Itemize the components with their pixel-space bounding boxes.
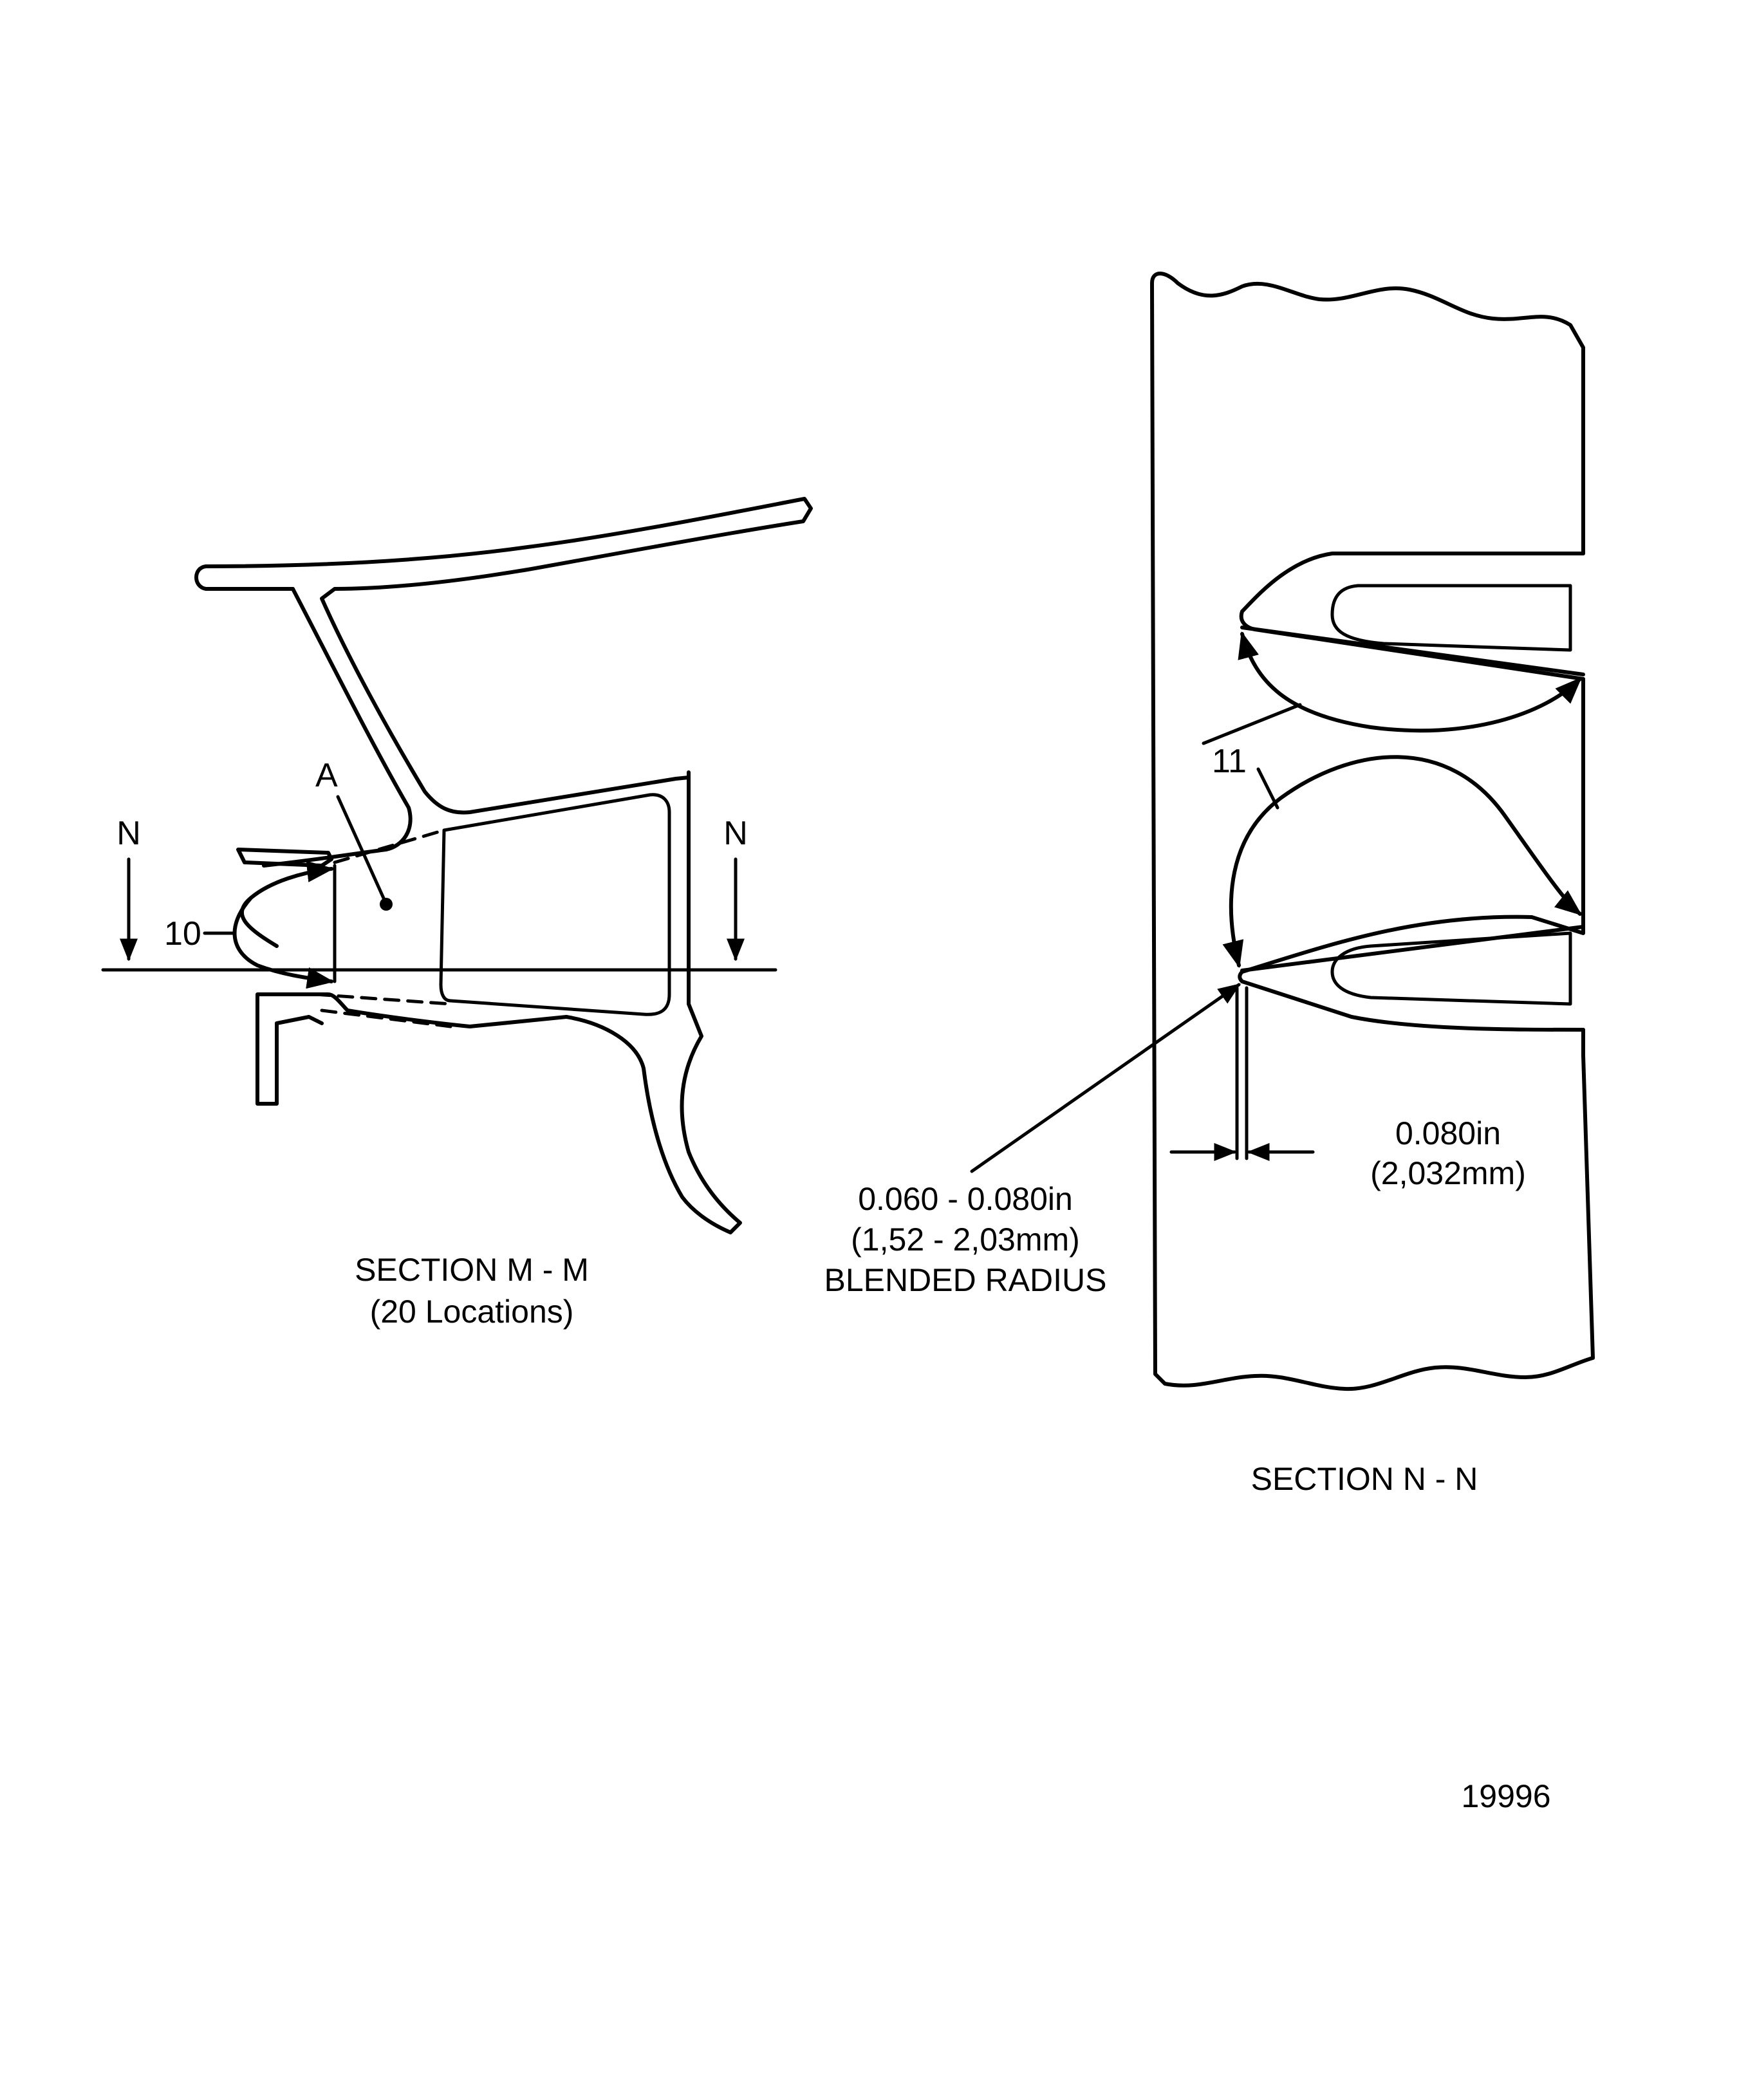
- figure-number: 19996: [1461, 1778, 1550, 1814]
- leader-11-upper: [1202, 703, 1302, 745]
- gap-dimension-in: 0.080in: [1395, 1115, 1501, 1151]
- leader-11-lower: [1256, 767, 1279, 810]
- radius-arrow-upper: [1238, 631, 1582, 733]
- hidden-line-lower-2: [320, 1008, 452, 1028]
- upper-wedge-inner: [1240, 626, 1585, 676]
- radius-arrow-lower: [1222, 755, 1583, 969]
- cavity-outline: [439, 793, 671, 1016]
- lower-lip-outline: [256, 992, 568, 1106]
- point-a-label: A: [315, 757, 338, 794]
- leader-a: [336, 795, 387, 903]
- hidden-line-upper: [333, 828, 446, 864]
- blend-arrow-upper: [239, 860, 335, 948]
- callout-10: 10: [164, 915, 201, 952]
- strut-outline: [262, 587, 413, 868]
- gap-dimension-mm: (2,032mm): [1370, 1155, 1526, 1191]
- radius-dimension-in: 0.060 - 0.080in: [858, 1181, 1073, 1217]
- upper-flange-outline: [204, 497, 813, 815]
- blend-arrow-lower: [232, 896, 335, 989]
- outer-frame: [564, 770, 742, 1234]
- radius-dimension-note: BLENDED RADIUS: [824, 1262, 1107, 1298]
- plate-outline: [1150, 272, 1595, 1391]
- upper-cavity: [1330, 584, 1572, 652]
- hidden-line-lower-1: [313, 992, 452, 1006]
- section-n-title: SECTION N - N: [1251, 1461, 1478, 1497]
- upper-wedge-outline: [1239, 552, 1585, 681]
- section-m-drawing: [101, 497, 813, 1234]
- radius-dimension-mm: (1,52 - 2,03mm): [851, 1222, 1080, 1258]
- upper-flange-tip: [194, 564, 295, 591]
- lower-wedge-outline: [1238, 912, 1585, 1032]
- section-m-subtitle: (20 Locations): [370, 1294, 574, 1330]
- lower-wedge-inner: [1240, 925, 1585, 972]
- section-m-title: SECTION M - M: [355, 1252, 589, 1288]
- cut-label-right: N: [723, 815, 748, 852]
- section-n-drawing: [970, 272, 1595, 1391]
- cut-label-left: N: [116, 815, 141, 852]
- point-a-marker: [380, 898, 393, 911]
- leader-blended-radius: [970, 983, 1241, 1173]
- callout-11: 11: [1212, 743, 1247, 780]
